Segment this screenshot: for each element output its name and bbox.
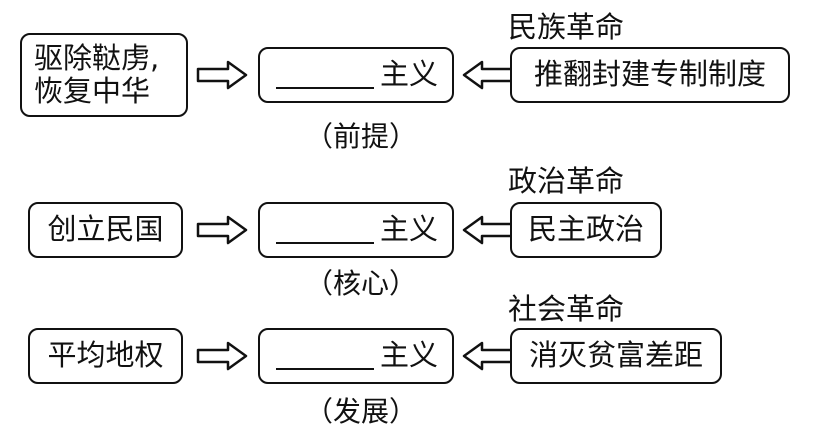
left-box-3-text: 平均地权	[47, 338, 164, 373]
right-box-1-text: 推翻封建专制制度	[533, 57, 766, 92]
blank-line-1	[276, 57, 374, 89]
right-arrow-icon-3	[196, 341, 248, 371]
center-box-3: 主义	[258, 328, 454, 384]
right-arrow-icon-2	[196, 215, 248, 245]
caption-3: （发展）	[304, 395, 417, 428]
top-label-2: 政治革命	[508, 164, 625, 198]
caption-2: （核心）	[304, 267, 417, 300]
top-label-3: 社会革命	[508, 292, 625, 326]
left-arrow-icon-3	[462, 341, 514, 371]
left-box-1: 驱除鞑虏, 恢复中华	[20, 33, 188, 117]
left-arrow-icon-2	[462, 215, 514, 245]
left-box-3: 平均地权	[28, 328, 183, 384]
center-box-1: 主义	[258, 47, 454, 103]
right-box-2-text: 民主政治	[527, 212, 644, 247]
left-box-2-text: 创立民国	[47, 212, 164, 247]
right-box-2: 民主政治	[510, 202, 662, 258]
center-box-3-text: 主义	[380, 338, 439, 373]
left-box-1-line-2: 恢复中华	[34, 74, 151, 108]
blank-line-2	[276, 212, 374, 244]
caption-1: （前提）	[304, 120, 417, 153]
right-arrow-icon-1	[196, 60, 248, 90]
top-label-1: 民族革命	[508, 10, 625, 44]
center-box-1-text: 主义	[380, 57, 439, 92]
blank-line-3	[276, 338, 374, 370]
right-box-3: 消灭贫富差距	[510, 328, 722, 384]
right-box-3-text: 消灭贫富差距	[528, 338, 703, 373]
center-box-2-text: 主义	[380, 212, 439, 247]
left-box-1-line-1: 驱除鞑虏,	[34, 40, 160, 75]
left-arrow-icon-1	[462, 60, 514, 90]
right-box-1: 推翻封建专制制度	[510, 47, 790, 103]
left-box-2: 创立民国	[28, 202, 183, 258]
center-box-2: 主义	[258, 202, 454, 258]
